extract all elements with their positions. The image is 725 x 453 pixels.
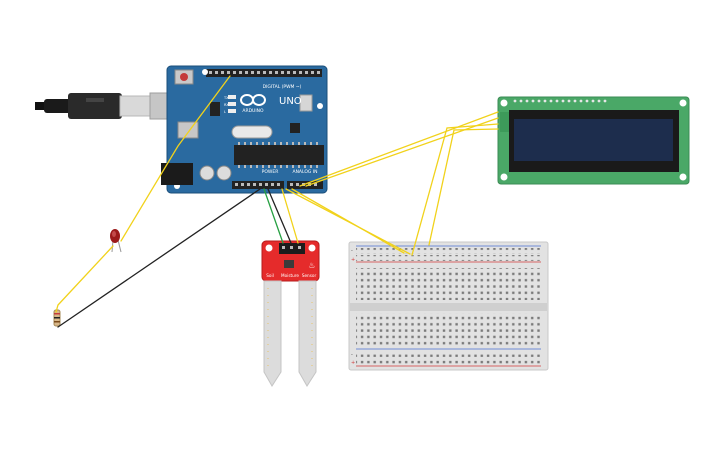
red-led[interactable] xyxy=(110,229,122,253)
arduino-logo-text: ARDUINO xyxy=(242,108,264,114)
terminal-strip-bottom[interactable] xyxy=(356,313,541,345)
digital-header-pins xyxy=(209,71,320,74)
power-header[interactable] xyxy=(232,181,284,189)
power-label: POWER xyxy=(262,169,279,175)
terminal-strip-top[interactable] xyxy=(356,268,541,300)
sensor-prong-left xyxy=(263,280,282,387)
usb-cable xyxy=(35,92,177,120)
breadboard[interactable]: - + - + xyxy=(348,241,549,371)
bottom-rail-plus: + xyxy=(351,360,355,366)
arduino-logo: ARDUINO xyxy=(240,94,266,114)
lcd-screen xyxy=(514,119,673,161)
top-rail-plus: + xyxy=(351,257,355,263)
soil-moisture-sensor[interactable]: Soil Moisture Sensor ♨ xyxy=(261,240,320,387)
lcd-16x2-display[interactable] xyxy=(497,96,690,185)
bottom-rail-minus: - xyxy=(351,352,353,358)
arduino-uno-board[interactable]: DIGITAL (PWM ~) TX RX L ARDUINO UNO xyxy=(161,65,328,194)
tx-label: TX xyxy=(223,96,229,100)
l-label: L xyxy=(224,110,226,114)
top-rail-minus: - xyxy=(351,248,353,254)
analog-label: ANALOG IN xyxy=(292,169,317,175)
digital-label: DIGITAL (PWM ~) xyxy=(263,84,302,90)
sensor-label-sensor: Sensor xyxy=(302,273,317,278)
lcd-header-pins xyxy=(513,99,607,103)
arduino-model: UNO xyxy=(279,96,302,107)
dc-jack xyxy=(161,163,193,185)
resistor[interactable] xyxy=(53,309,61,327)
sensor-prong-right xyxy=(298,280,317,387)
wires xyxy=(55,75,499,328)
atmega-chip xyxy=(234,145,324,165)
rx-label: RX xyxy=(224,103,229,107)
sensor-label-moisture: Moisture xyxy=(281,273,299,278)
reset-button[interactable] xyxy=(180,73,188,81)
sensor-label-soil: Soil xyxy=(266,273,274,278)
flame-icon: ♨ xyxy=(308,261,315,270)
